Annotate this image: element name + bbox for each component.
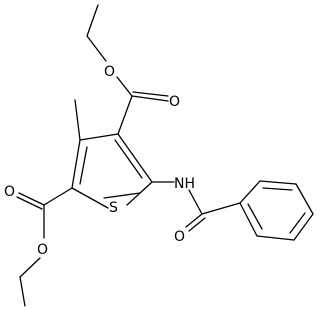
benzene-bond-2-inner [262, 187, 293, 191]
bond-c2-s [103, 192, 141, 199]
benzene-bond-4 [293, 213, 314, 241]
bond-c3-c2 [71, 139, 81, 189]
bond-c4-c3 [79, 133, 119, 141]
bond-c3-c2-inner [79, 146, 88, 185]
thiophene-ring [71, 133, 153, 209]
ester-top [86, 4, 169, 135]
benzene-ring [239, 180, 314, 241]
bond-amide-co-a [185, 213, 203, 228]
bond-ch2-ch3 [19, 276, 26, 307]
benzene-bond-1 [239, 180, 261, 204]
bond-carbonyl-ether-o [116, 76, 133, 97]
bond-ch2-ch3 [86, 4, 99, 37]
atom-label-benzoyl-oxygen: O [174, 229, 185, 245]
bond-c4-carbonyl [117, 95, 133, 135]
bond-amide-co-b [188, 217, 206, 232]
bond-c2-carbonyl [43, 187, 73, 206]
bond-ether-ch2 [86, 35, 107, 62]
bond-c2-s-lower [71, 187, 109, 209]
ester-left [16, 187, 73, 307]
atom-label-left-carbonyl-oxygen: O [4, 184, 15, 200]
bond-carbonyl-o-double-a [18, 192, 45, 206]
bond-c4-c4-inner [114, 139, 143, 179]
atom-label-sulfur: S [109, 200, 118, 216]
benzene-bond-6 [239, 202, 258, 237]
benzene-bond-3 [295, 183, 314, 215]
benzamide-group [151, 181, 241, 232]
bond-ether-ch2 [19, 257, 41, 278]
atom-label-top-ether-oxygen: O [104, 64, 115, 80]
benzene-bond-6-inner [247, 203, 263, 230]
bond-c5-c4 [117, 133, 153, 183]
bond-carbonyl-phenyl [201, 202, 241, 215]
bond-carbonyl-o-double-a [131, 95, 169, 102]
atom-label-amide-nh: NH [174, 176, 195, 192]
bond-carbonyl-o-double-b [132, 91, 169, 97]
benzene-bond-5 [256, 235, 295, 241]
bond-carbonyl-o-double-b [16, 196, 43, 210]
benzene-bond-2 [259, 180, 297, 185]
bond-s-c5 [126, 181, 153, 206]
atom-label-top-carbonyl-oxygen: O [169, 94, 180, 110]
atom-label-left-ether-oxygen: O [37, 242, 48, 258]
bond-methyl [74, 99, 81, 141]
bond-n-carbonyl [188, 189, 203, 215]
benzene-bond-4-inner [289, 212, 306, 234]
